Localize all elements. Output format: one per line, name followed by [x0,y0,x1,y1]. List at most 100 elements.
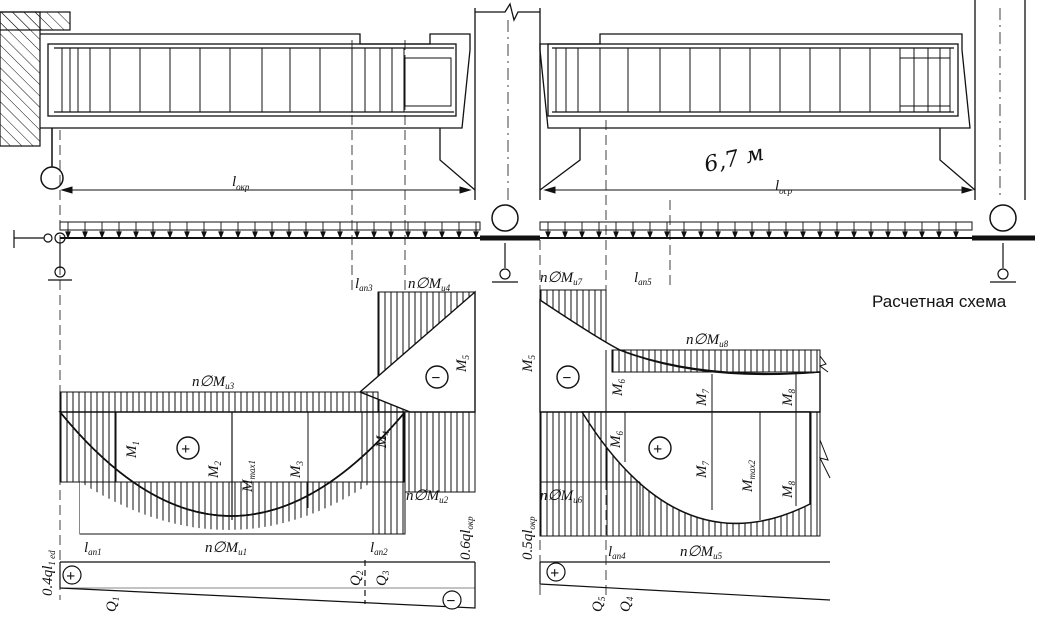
label-l-an5: lan5 [634,270,652,287]
label-M8: M8 [780,481,797,500]
load-arrow-head [422,231,428,239]
label-Q3: Q3 [374,570,391,586]
load-arrow-head [439,231,445,239]
label-n-M-u6: n∅Mи6 [540,488,583,505]
load-arrow-head [65,231,71,239]
label-n-M-u8: n∅Mи8 [686,332,729,349]
label-Q5: Q5 [590,596,607,612]
load-arrow-head [337,231,343,239]
sign-plus-left-moment: + [181,441,190,458]
left-beam-stirrups [61,48,405,112]
label-n-M-u7: n∅Mи7 [540,270,583,287]
sign-minus-right-shear: − [446,593,456,610]
load-arrow-head [732,231,738,239]
load-arrow-head [749,231,755,239]
label-l-an2: lan2 [370,540,388,557]
label-l-an1: lan1 [84,540,102,557]
load-arrow-head [405,231,411,239]
right-moment-diagram [539,289,831,537]
column [439,2,581,200]
label-M5-right: M5 [520,355,537,374]
label-M2: M2 [206,461,223,480]
load-arrow-head [473,231,479,239]
load-arrow-head [252,231,258,239]
label-M5-left: M5 [454,355,471,374]
sign-minus-left-moment: − [431,370,441,387]
wall [0,11,71,147]
label-Q2: Q2 [348,570,365,586]
load-arrow-head [868,231,874,239]
calculation-scheme [13,221,1035,283]
handwritten-note: 6,7 м [702,141,766,178]
load-arrow-head [184,231,190,239]
load-arrow-head [562,231,568,239]
load-arrow-head [303,231,309,239]
load-arrow-head [817,231,823,239]
load-arrow-head [885,231,891,239]
load-arrow-head [545,231,551,239]
shear-diagrams [59,560,831,610]
load-arrow-head [851,231,857,239]
label-shear-right: 0.6qlокр [458,516,475,560]
load-arrow-head [371,231,377,239]
label-n-M-u1: n∅Mи1 [205,540,247,557]
load-arrow-head [286,231,292,239]
label-Mmax2: Mmax2 [740,460,757,493]
load-arrow-head [647,231,653,239]
right-beam-stirrups [555,48,951,112]
right-beam-elevation [539,33,971,129]
load-arrow-head [116,231,122,239]
load-arrow-head [167,231,173,239]
label-l-an4: lan4 [608,544,626,561]
load-arrow-head [664,231,670,239]
label-M1: M1 [124,441,141,459]
load-arrow-head [82,231,88,239]
label-Mmax1: Mmax1 [240,460,257,493]
right-column [939,0,1026,200]
label-Q1: Q1 [104,597,121,612]
load-arrow-head [902,231,908,239]
right-span-label: lоср [775,178,793,196]
load-arrow-head [456,231,462,239]
label-n-M-u4: n∅Mи4 [408,276,451,293]
label-M4: M4 [374,431,391,450]
load-arrow-head [953,231,959,239]
load-arrow-head [388,231,394,239]
load-arrow-head [681,231,687,239]
load-arrow-head [133,231,139,239]
load-arrow-head [698,231,704,239]
label-M7: M7 [694,461,711,480]
load-arrow-head [354,231,360,239]
sign-plus-left-shear: + [66,568,75,585]
span-dimensions [60,186,974,194]
label-M8-top: M8 [780,389,797,408]
load-arrow-head [320,231,326,239]
label-M7-top: M7 [694,389,711,408]
load-arrow-head [766,231,772,239]
label-l-an3: lan3 [355,276,373,293]
sign-minus-right-moment: − [562,370,572,387]
scheme-caption: Расчетная схема [872,292,1007,311]
load-arrow-head [919,231,925,239]
label-shear-left: 0.4ql1 ed [40,550,57,596]
left-moment-diagram [58,290,476,535]
load-arrow-head [579,231,585,239]
label-M6: M6 [608,431,625,450]
label-Q4: Q4 [618,596,635,612]
sign-plus-right-moment: + [653,441,662,458]
left-span-label: lокр [232,174,250,192]
load-arrow-head [834,231,840,239]
load-arrow-head [218,231,224,239]
label-M6-top: M6 [610,379,627,398]
label-n-M-u2: n∅Mи2 [406,488,449,505]
load-arrow-head [99,231,105,239]
label-n-M-u5: n∅Mи5 [680,544,723,561]
support-circles [40,128,1017,232]
signs: + − − + + − + [66,370,662,610]
load-arrow-head [630,231,636,239]
sign-plus-middle-shear: + [550,565,559,582]
load-arrow-head [613,231,619,239]
label-M3: M3 [288,461,305,480]
load-arrow-head [783,231,789,239]
left-beam-elevation [40,33,471,129]
